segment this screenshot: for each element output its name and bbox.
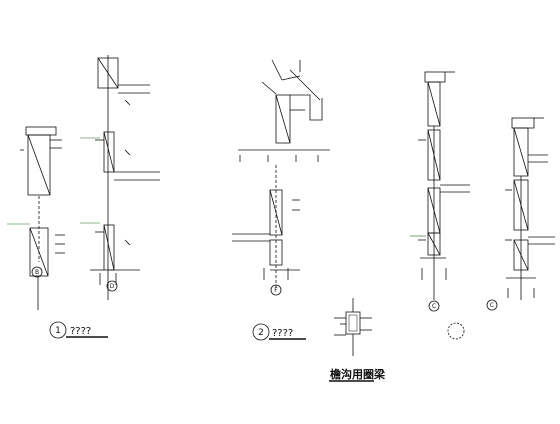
axis-bubble-c-left xyxy=(428,300,440,312)
axis-label-b: B xyxy=(35,269,39,276)
detail-2-number: 2 xyxy=(258,328,264,338)
axis-label-c-right: C xyxy=(490,302,494,309)
section-3b xyxy=(505,117,555,300)
detail-1-title: ???? xyxy=(70,326,91,337)
section-2 xyxy=(232,59,330,290)
axis-label-f: F xyxy=(274,287,278,294)
detail-3-bubble xyxy=(447,322,465,340)
axis-label-c-left: C xyxy=(432,303,436,310)
detail-1-number: 1 xyxy=(55,326,61,336)
section-1a xyxy=(20,126,65,310)
detail-2-bubble xyxy=(252,323,270,341)
axis-bubble-d xyxy=(106,280,118,292)
section-3a xyxy=(418,71,470,300)
ring-beam-detail xyxy=(334,298,372,356)
detail-1-bubble xyxy=(49,321,67,339)
detail-2-title: ???? xyxy=(272,328,293,339)
axis-label-d: D xyxy=(110,283,115,290)
ring-beam-caption: 檐沟用圈梁 xyxy=(330,367,386,381)
axis-bubble-f xyxy=(270,284,282,296)
section-1b xyxy=(90,55,160,300)
axis-bubble-c-right xyxy=(486,299,498,311)
axis-bubble-b xyxy=(31,266,43,278)
